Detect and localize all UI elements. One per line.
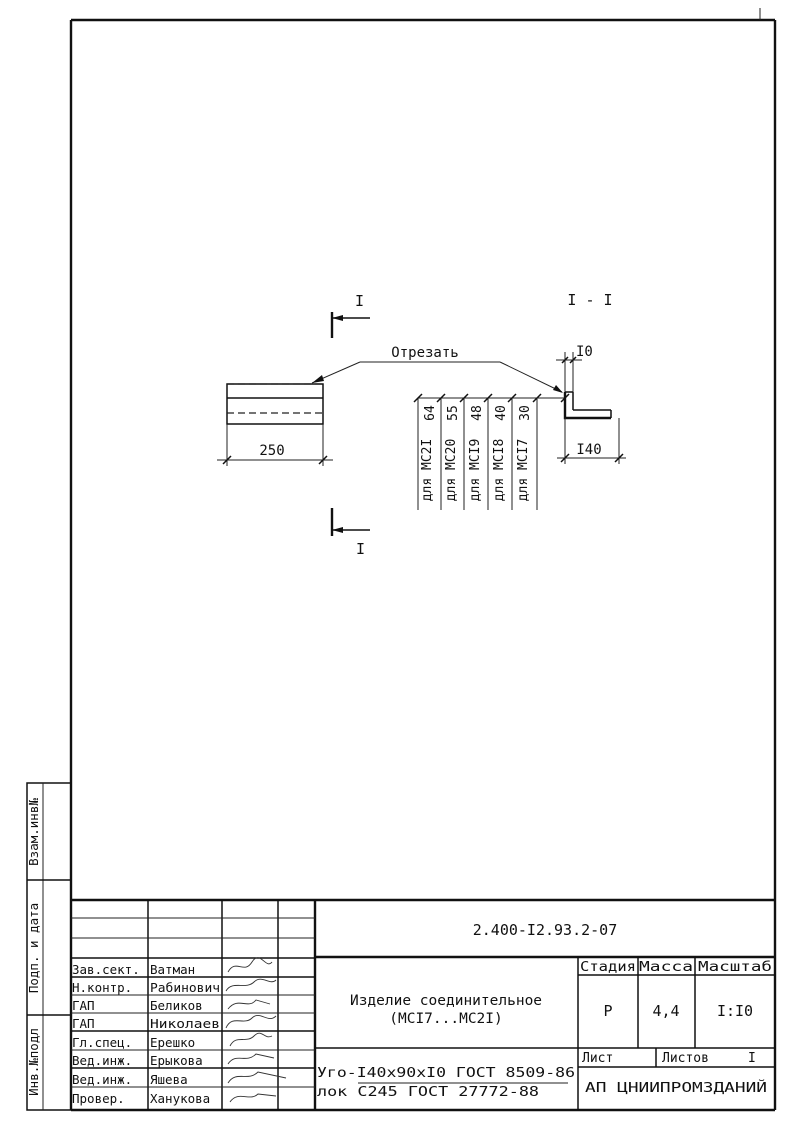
role-8: Провер. [72, 1091, 125, 1106]
title-block: 2.400-I2.93.2-07 Зав.сект. Ватман Н.конт… [71, 898, 775, 1110]
variant-dim-4: 40 [494, 405, 509, 421]
name-7: Яшева [150, 1072, 188, 1087]
material-line-2: лок С245 ГОСТ 27772-88 [317, 1085, 539, 1100]
sheet-label: Лист [582, 1051, 613, 1066]
mass-header: Масса [639, 960, 693, 975]
inv-label: Инв.№подл [26, 1028, 41, 1096]
name-4: Николаев [150, 1016, 220, 1031]
name-1: Ватман [150, 962, 195, 977]
section-view: I - I I0 I40 [413, 291, 626, 510]
cut-leader: Отрезать [311, 345, 563, 393]
variant-label-4: для МСI8 [492, 439, 507, 502]
variant-dim-3: 48 [470, 405, 485, 421]
stage-header: Стадия [580, 960, 636, 975]
variant-dim-2: 55 [446, 405, 461, 421]
section-mark-top: I [355, 292, 364, 310]
scale-value: I:I0 [717, 1002, 753, 1020]
variant-label-3: для МСI9 [468, 439, 483, 502]
signatures [225, 957, 287, 1103]
stage-value: Р [603, 1002, 612, 1020]
role-2: Н.контр. [72, 980, 132, 995]
scale-header: Масштаб [698, 960, 772, 975]
variant-dim-5: 30 [518, 405, 533, 421]
name-5: Ерешко [150, 1035, 195, 1050]
doc-number: 2.400-I2.93.2-07 [473, 921, 618, 939]
variant-label-2: для МС20 [444, 439, 459, 502]
role-1: Зав.сект. [72, 962, 140, 977]
role-3: ГАП [72, 998, 95, 1013]
role-6: Вед.инж. [72, 1053, 132, 1068]
role-5: Гл.спец. [72, 1035, 132, 1050]
angle-profile [563, 392, 611, 420]
section-mark-bottom: I [356, 540, 365, 558]
dim-top: I0 [576, 344, 593, 360]
role-4: ГАП [72, 1016, 95, 1031]
material-line-1: Уго-I40x90xI0 ГОСТ 8509-86 [317, 1066, 575, 1081]
cut-label: Отрезать [391, 345, 458, 361]
plan-view: I I 250 [217, 292, 370, 558]
dim-length: 250 [259, 443, 284, 459]
name-2: Рабинович [150, 980, 220, 995]
section-title: I - I [567, 291, 612, 309]
dim-leg: I40 [576, 442, 601, 458]
role-7: Вед.инж. [72, 1072, 132, 1087]
mass-value: 4,4 [652, 1002, 679, 1020]
name-6: Ерыкова [150, 1053, 203, 1068]
item-title-line-1: Изделие соединительное [350, 993, 542, 1009]
organization: АП ЦНИИПРОМЗДАНИЙ [585, 1080, 767, 1096]
name-3: Беликов [150, 998, 203, 1013]
name-8: Ханукова [150, 1091, 210, 1106]
item-title-line-2: (МСI7...МС2I) [389, 1011, 503, 1027]
variant-dim-1: 64 [423, 405, 438, 421]
podp-label: Подп. и дата [26, 903, 41, 993]
sheet-frame [69, 8, 777, 1112]
variant-label-1: для МС2I [420, 439, 435, 502]
sheets-label: Листов [662, 1051, 709, 1066]
vzam-label: Взам.инв№ [26, 798, 41, 866]
part-outline [226, 383, 324, 425]
side-stamp: Взам.инв№ Подп. и дата Инв.№подл [26, 782, 72, 1111]
sheets-value: I [748, 1051, 756, 1066]
variant-label-5: для МСI7 [516, 439, 531, 502]
